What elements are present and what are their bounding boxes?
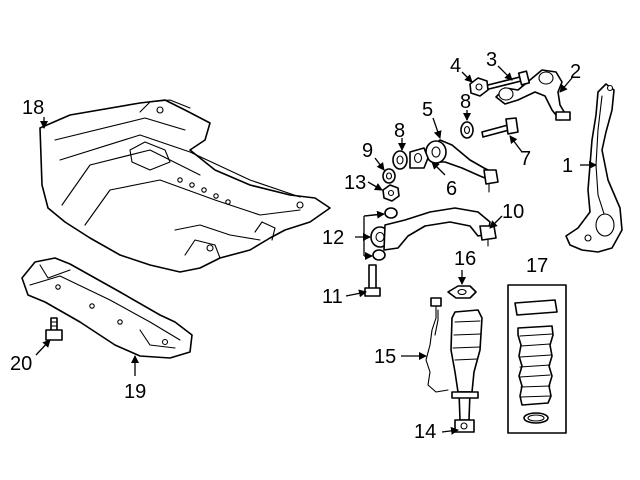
callout-4: 4	[450, 55, 461, 77]
leader-lines	[35, 65, 597, 435]
bolt-11	[364, 264, 381, 297]
callout-17: 17	[526, 255, 548, 277]
callout-8-upper: 8	[460, 91, 471, 113]
callout-16: 16	[454, 248, 476, 270]
callout-14: 14	[414, 421, 436, 443]
top-mount-16	[447, 285, 477, 299]
callout-11: 11	[322, 286, 343, 308]
callout-5: 5	[422, 99, 433, 121]
callout-19: 19	[124, 381, 146, 403]
callout-1: 1	[562, 155, 573, 177]
upper-control-arm	[495, 69, 571, 121]
callout-labels: 1 2 3 4 5 6 7 8 8 9 10 11 12 13 14 15 16…	[10, 49, 581, 443]
callout-2: 2	[570, 61, 581, 83]
callout-13: 13	[344, 172, 366, 194]
cross-brace	[21, 257, 193, 359]
washer-8-upper	[460, 121, 474, 139]
bolt-20	[45, 317, 63, 341]
air-strut	[450, 309, 483, 433]
callout-9: 9	[362, 140, 373, 162]
sensor-wire-15	[425, 297, 449, 393]
front-crossmember	[39, 99, 331, 273]
lower-control-arm	[383, 207, 497, 251]
nut-13	[382, 184, 400, 202]
nut-4	[469, 77, 489, 97]
callout-7: 7	[520, 148, 531, 170]
callout-10: 10	[502, 201, 524, 223]
washer-9	[382, 168, 396, 184]
steering-knuckle	[565, 83, 623, 253]
callout-18: 18	[22, 97, 44, 119]
callout-12: 12	[322, 227, 344, 249]
callout-20: 20	[10, 353, 32, 375]
bolt-7	[481, 117, 519, 138]
bolt-3	[483, 70, 531, 91]
callout-8-lower: 8	[394, 120, 405, 142]
callout-15: 15	[374, 346, 396, 368]
callout-6: 6	[446, 178, 457, 200]
callout-3: 3	[486, 49, 497, 71]
boot-kit-17	[507, 284, 567, 434]
bushing-8-lower	[392, 147, 429, 170]
